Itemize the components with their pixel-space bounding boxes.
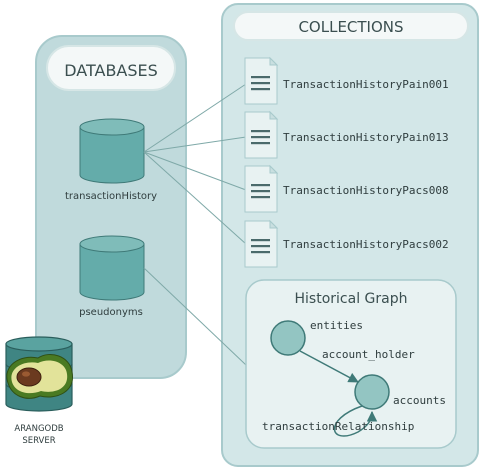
graph-node-accounts [354,374,390,410]
database-icon [79,118,145,184]
connector-line [143,151,247,191]
graph-title: Historical Graph [295,291,408,307]
collections-title: COLLECTIONS [298,18,403,36]
collection-label: TransactionHistoryPacs008 [283,184,449,197]
collections-header: COLLECTIONS [233,11,469,41]
collection-label: TransactionHistoryPain001 [283,78,449,91]
edge-label-transaction-relationship: transactionRelationship [262,420,414,433]
connector-line [143,136,247,153]
collection-label: TransactionHistoryPacs002 [283,238,449,251]
connector-line [143,83,247,153]
server-label-line1: ARANGODB [14,424,63,434]
document-icon [244,56,279,105]
avocado-icon [6,354,73,399]
connector-line [143,151,247,245]
collection-item-pacs008: TransactionHistoryPacs008 [244,164,449,213]
node-label-accounts: accounts [393,394,446,407]
databases-panel: DATABASES transactionHistory pseudonyms [35,35,187,379]
node-label-entities: entities [310,319,363,332]
databases-header: DATABASES [46,45,176,91]
edge-account-holder [299,350,359,383]
graph-node-entities [270,320,306,356]
edge-label-account-holder: account_holder [322,348,415,361]
historical-graph: Historical Graph entities accounts accou… [245,279,457,449]
document-icon [244,110,279,159]
databases-title: DATABASES [64,61,158,80]
database-icon [79,235,145,301]
collection-label: TransactionHistoryPain013 [283,131,449,144]
connector-line [143,267,247,366]
document-icon [244,164,279,213]
document-icon [244,219,279,268]
collection-item-pacs002: TransactionHistoryPacs002 [244,219,449,268]
database-label-pseudonyms: pseudonyms [79,307,143,318]
database-label-transactionhistory: transactionHistory [65,191,157,202]
server-label-line2: SERVER [22,436,55,446]
arangodb-server-logo: ARANGODB SERVER [5,336,73,446]
edge-transaction-relationship [333,405,378,437]
db-collection-connectors [143,83,247,366]
collection-item-pain001: TransactionHistoryPain001 [244,56,449,105]
collection-item-pain013: TransactionHistoryPain013 [244,110,449,159]
